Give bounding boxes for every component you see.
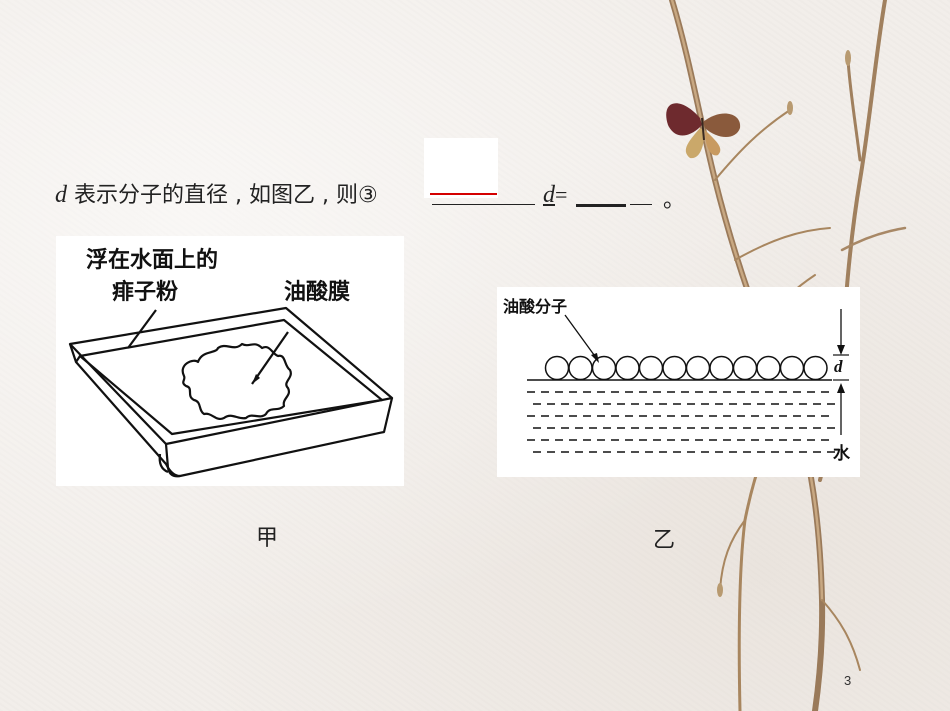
- end-mark: 。: [663, 188, 686, 213]
- oil-molecule: [803, 355, 828, 381]
- oil-molecule: [662, 355, 687, 381]
- figure-a-drawing: [68, 306, 394, 478]
- circle-number: ③: [357, 183, 378, 208]
- oil-molecule: [685, 355, 711, 381]
- oil-molecule: [638, 355, 664, 381]
- figure-b-drawing: [527, 309, 849, 453]
- question-var-d: d: [55, 182, 67, 208]
- d-equation: d=: [543, 180, 567, 210]
- label-powder-line1: 浮在水面上的: [86, 248, 219, 273]
- oil-molecule: [568, 355, 593, 381]
- caption-a: 甲: [256, 526, 279, 551]
- label-oil-film: 油酸膜: [284, 280, 351, 305]
- label-oil-molecule: 油酸分子: [503, 297, 568, 316]
- answer-blank-box[interactable]: [424, 138, 498, 198]
- question-body: 表示分子的直径 , 如图乙 , 则: [74, 183, 358, 208]
- oil-molecule: [544, 355, 570, 381]
- caption-b: 乙: [653, 528, 676, 553]
- d-eq-sign: =: [555, 182, 568, 207]
- answer-red-line: [430, 193, 497, 195]
- oil-molecule: [709, 355, 734, 381]
- oil-molecule: [756, 355, 781, 381]
- label-d: d: [834, 357, 843, 376]
- question-text: d 表示分子的直径 , 如图乙 , 则③: [55, 180, 378, 211]
- answer-blank-underline: [432, 204, 535, 205]
- label-water: 水: [833, 444, 850, 464]
- oil-molecule: [732, 355, 758, 381]
- label-powder-line2: 痱子粉: [112, 280, 179, 305]
- page-number: 3: [844, 673, 852, 688]
- butterfly-icon: [666, 103, 741, 159]
- d-answer-blank-tail: [630, 204, 652, 205]
- figure-a: 浮在水面上的 痱子粉 油酸膜: [56, 236, 404, 486]
- oil-molecule: [615, 355, 640, 381]
- oil-molecule: [779, 355, 805, 381]
- d-answer-blank[interactable]: [576, 204, 626, 207]
- d-eq-var: d: [543, 182, 555, 208]
- figure-b: 油酸分子 d 水: [497, 287, 860, 477]
